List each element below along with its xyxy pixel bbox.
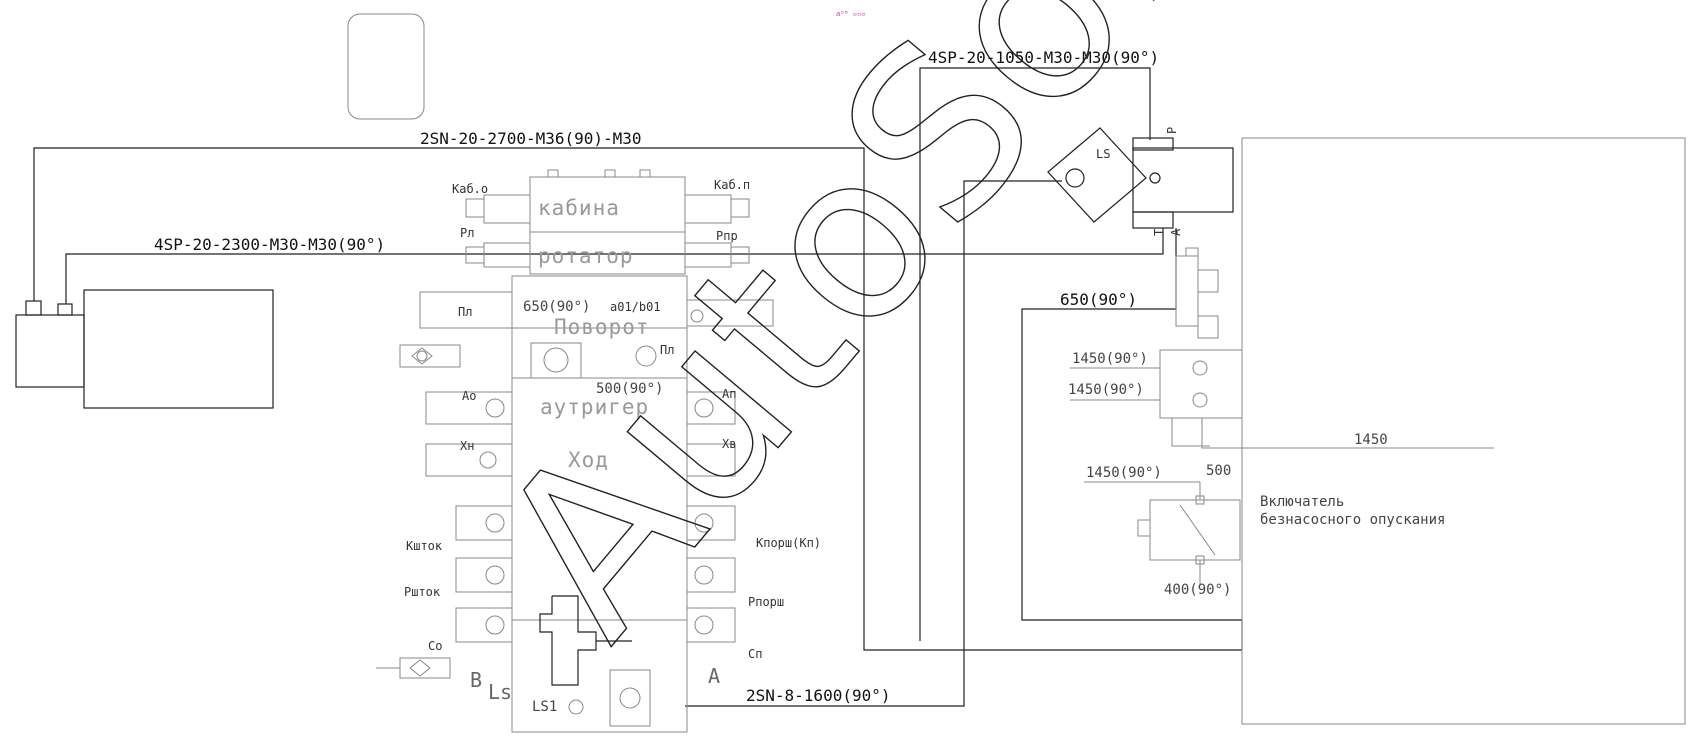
label-a01b01: a01/b01 (610, 300, 661, 314)
port-s-o: Со (428, 639, 442, 653)
port-k-porsh: Кпорш(Кп) (756, 536, 821, 550)
hose-label-1: 2SN-20-2700-M36(90)-M30 (420, 129, 642, 148)
port-kh-v: Хв (722, 437, 736, 451)
length-650-dist: 650(90°) (523, 299, 590, 315)
port-r-shtok: Ршток (404, 585, 441, 599)
section-rotator: ротатор (538, 244, 634, 268)
valve-p: P (1165, 127, 1179, 134)
distributor-block: кабина ротатор Поворот аутригер Ход Каб.… (376, 169, 821, 733)
section-turn: Поворот (554, 315, 650, 339)
port-a-o: Ао (462, 389, 476, 403)
port-kab-p: Каб.п (714, 178, 750, 192)
hose-label-2: 4SP-20-2300-M30-M30(90°) (154, 235, 385, 254)
hose-line-3: 4SP-20-1050-M30-M30(90°) (919, 48, 1159, 641)
length-1450-3: 1450 (1354, 432, 1388, 448)
port-r-l: Рл (460, 226, 474, 240)
valve-t: T (1152, 229, 1166, 236)
section-travel: Ход (568, 448, 609, 472)
port-r-pr: Рпр (716, 229, 738, 243)
port-k-shtok: Кшток (406, 539, 443, 553)
length-400: 400(90°) (1164, 582, 1231, 598)
port-a: A (708, 664, 720, 688)
length-500: 500 (1206, 463, 1231, 479)
switch-label-1: Включатель (1260, 494, 1344, 510)
length-1450-1: 1450(90°) (1072, 351, 1148, 367)
hose-line-4: 2SN-8-1600(90°) (685, 180, 1062, 707)
port-ls1: LS1 (532, 699, 557, 715)
port-kab-o: Каб.о (452, 182, 488, 196)
empty-frame (347, 13, 425, 120)
valve-ls: LS (1096, 147, 1110, 161)
hose-line-2: 4SP-20-2300-M30-M30(90°) (65, 228, 1164, 304)
port-s-p: Сп (748, 647, 762, 661)
port-a-p: Ап (722, 387, 736, 401)
hose-line-1: 2SN-20-2700-M36(90)-M30 (33, 129, 1242, 651)
top-mark: aᴳᴮ ▫▫▫ (836, 10, 866, 18)
port-ls: Ls (488, 680, 512, 704)
port-r-porsh: Рпорш (748, 595, 784, 609)
hose-label-4: 2SN-8-1600(90°) (746, 686, 891, 705)
length-1450-2: 1450(90°) (1068, 382, 1144, 398)
port-kh-n: Хн (460, 439, 474, 453)
section-cabin: кабина (538, 196, 620, 220)
switch-label-2: безнасосного опускания (1260, 512, 1445, 528)
valve-a: A (1169, 228, 1183, 236)
right-block: 1450(90°) 1450(90°) 1450 500 1450(90°) 4… (1068, 247, 1494, 598)
priority-valve: LS P T A 650(90°) (1047, 127, 1234, 309)
section-outrigger: аутригер (540, 395, 649, 419)
length-1450-4: 1450(90°) (1086, 465, 1162, 481)
length-500-dist: 500(90°) (596, 381, 663, 397)
port-p-l-2: Пл (660, 343, 674, 357)
port-p-l: Пл (458, 305, 472, 319)
tank-frame (1241, 137, 1686, 725)
watermark: AutoSoft (448, 0, 1288, 683)
port-b: B (470, 668, 482, 692)
pump-unit (15, 289, 274, 409)
length-650-valve: 650(90°) (1060, 290, 1137, 309)
hose-label-3: 4SP-20-1050-M30-M30(90°) (928, 48, 1159, 67)
